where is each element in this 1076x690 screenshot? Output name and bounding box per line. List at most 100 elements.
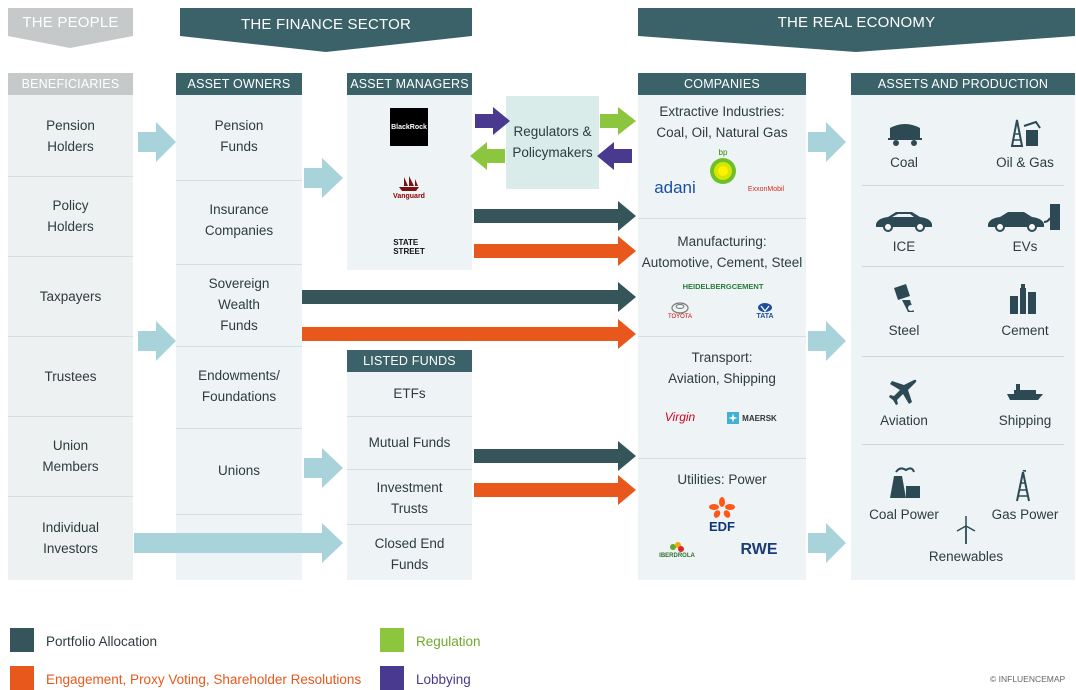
legend-engagement-swatch xyxy=(10,666,34,690)
asset-owners-column xyxy=(176,95,302,580)
beneficiary-individual-investors: Individual Investors xyxy=(41,520,100,556)
asset-ice: ICE xyxy=(892,238,916,254)
rwe-logo: RWE xyxy=(740,541,778,558)
regulators-label: Regulators & Policymakers xyxy=(512,124,593,160)
divider xyxy=(862,185,1064,186)
portfolio-arrow-funds xyxy=(474,441,636,471)
coal-power-plant-icon xyxy=(890,467,920,498)
owner-insurance-companies: Insurance Companies xyxy=(204,202,274,238)
divider xyxy=(638,458,806,459)
tata-emblem-icon xyxy=(758,303,772,312)
divider xyxy=(347,416,472,417)
fund-etfs: ETFs xyxy=(393,385,426,401)
divider xyxy=(8,176,133,177)
sector-utilities-title: Utilities: Power xyxy=(677,471,767,487)
tata-label: TATA xyxy=(756,313,774,320)
asset-cement: Cement xyxy=(1001,322,1049,338)
asset-aviation: Aviation xyxy=(880,412,928,428)
cement-plant-icon xyxy=(1010,284,1036,314)
portfolio-arrow-sovereign xyxy=(302,282,636,312)
legend-lobbying-label: Lobbying xyxy=(416,672,471,687)
listed-funds-header: LISTED FUNDS xyxy=(347,350,472,372)
maersk-logo-wrap: MAERSK xyxy=(722,410,782,426)
legend-portfolio-label: Portfolio Allocation xyxy=(46,634,158,649)
beneficiary-union-members: Union Members xyxy=(42,438,99,474)
bp-logo-wrap: bp xyxy=(706,146,740,186)
owner-pension-funds: Pension Funds xyxy=(214,118,264,154)
engagement-arrow-managers xyxy=(474,236,636,266)
asset-coal-power: Coal Power xyxy=(869,506,939,522)
light-arrow-owners-managers xyxy=(304,158,343,198)
vanguard-logo-wrap: Vanguard xyxy=(390,168,428,206)
divider xyxy=(176,428,302,429)
light-arrow-unions-funds xyxy=(304,448,343,488)
beneficiary-pension-holders: Pension Holders xyxy=(46,118,95,154)
asset-oil-gas: Oil & Gas xyxy=(996,154,1054,170)
engagement-arrow-funds xyxy=(474,475,636,505)
legend-regulation-label: Regulation xyxy=(416,634,481,649)
people-banner: THE PEOPLE xyxy=(22,14,119,31)
engagement-arrow-sovereign xyxy=(302,319,636,349)
real-economy-banner-shape xyxy=(638,8,1075,52)
divider xyxy=(176,180,302,181)
divider xyxy=(347,469,472,470)
fund-investment-trusts: Investment Trusts xyxy=(376,480,443,516)
finance-banner: THE FINANCE SECTOR xyxy=(240,16,411,33)
divider xyxy=(862,444,1064,445)
heidelbergcement-logo: HEIDELBERGCEMENT xyxy=(682,281,764,291)
sector-extractive-title: Extractive Industries: Coal, Oil, Natura… xyxy=(656,104,788,140)
tata-logo-wrap: TATA xyxy=(748,300,782,322)
divider xyxy=(176,264,302,265)
ev-charging-icon xyxy=(988,204,1060,232)
real-economy-banner: THE REAL ECONOMY xyxy=(777,14,936,31)
owner-sovereign-wealth-funds: Sovereign Wealth Funds xyxy=(208,275,270,333)
divider xyxy=(176,514,302,515)
influencemap-credit: © INFLUENCEMAP xyxy=(990,674,1066,684)
bp-label: bp xyxy=(718,147,728,157)
car-icon xyxy=(876,212,932,232)
divider xyxy=(8,336,133,337)
owner-unions: Unions xyxy=(217,462,261,478)
steel-ladle-icon xyxy=(894,284,914,312)
iberdrola-leaves-icon xyxy=(670,542,684,552)
legend-engagement-label: Engagement, Proxy Voting, Shareholder Re… xyxy=(46,672,362,687)
legend-portfolio-swatch xyxy=(10,628,34,652)
toyota-label: TOYOTA xyxy=(667,314,693,320)
gas-tower-icon xyxy=(1016,470,1030,502)
companies-header: COMPANIES xyxy=(638,73,806,95)
edf-logo-wrap: EDF xyxy=(700,494,744,536)
state-street-logo: STATE STREET xyxy=(393,238,425,256)
fund-closed-end-funds: Closed End Funds xyxy=(374,536,445,572)
divider xyxy=(8,416,133,417)
asset-evs: EVs xyxy=(1012,238,1038,254)
virgin-logo: Virgin xyxy=(664,410,696,424)
asset-gas-power: Gas Power xyxy=(991,506,1059,522)
asset-shipping: Shipping xyxy=(998,412,1052,428)
sector-transport-title: Transport: Aviation, Shipping xyxy=(668,350,776,386)
finance-banner-shape xyxy=(180,8,472,52)
beneficiary-trustees: Trustees xyxy=(44,368,97,384)
divider xyxy=(8,256,133,257)
flow-arrows xyxy=(134,107,846,563)
banners-svg xyxy=(8,8,1075,52)
toyota-emblem-icon xyxy=(671,302,689,314)
light-arrow-beneficiaries-pension xyxy=(138,122,176,162)
iberdrola-label: IBERDROLA xyxy=(659,553,695,559)
oil-gas-icon xyxy=(1010,119,1041,147)
ship-icon xyxy=(399,175,419,191)
maersk-star-icon xyxy=(727,412,740,424)
light-arrow-extractive-assets xyxy=(808,122,846,162)
vanguard-label: Vanguard xyxy=(393,192,425,200)
legend-lobbying-swatch xyxy=(380,666,404,690)
coal-wagon-icon xyxy=(888,124,922,146)
owner-endowments-foundations: Endowments/ Foundations xyxy=(198,368,280,404)
light-arrow-individual-investors xyxy=(134,523,343,563)
light-arrow-beneficiaries-trustees xyxy=(138,321,176,361)
bp-helios-icon xyxy=(710,157,736,184)
fund-mutual-funds: Mutual Funds xyxy=(368,434,451,450)
light-arrow-manufacturing-assets xyxy=(808,321,846,361)
asset-owners-header: ASSET OWNERS xyxy=(176,73,302,95)
adani-logo: adani xyxy=(654,178,696,197)
divider xyxy=(8,496,133,497)
exxonmobil-logo: ExxonMobil xyxy=(747,185,785,193)
